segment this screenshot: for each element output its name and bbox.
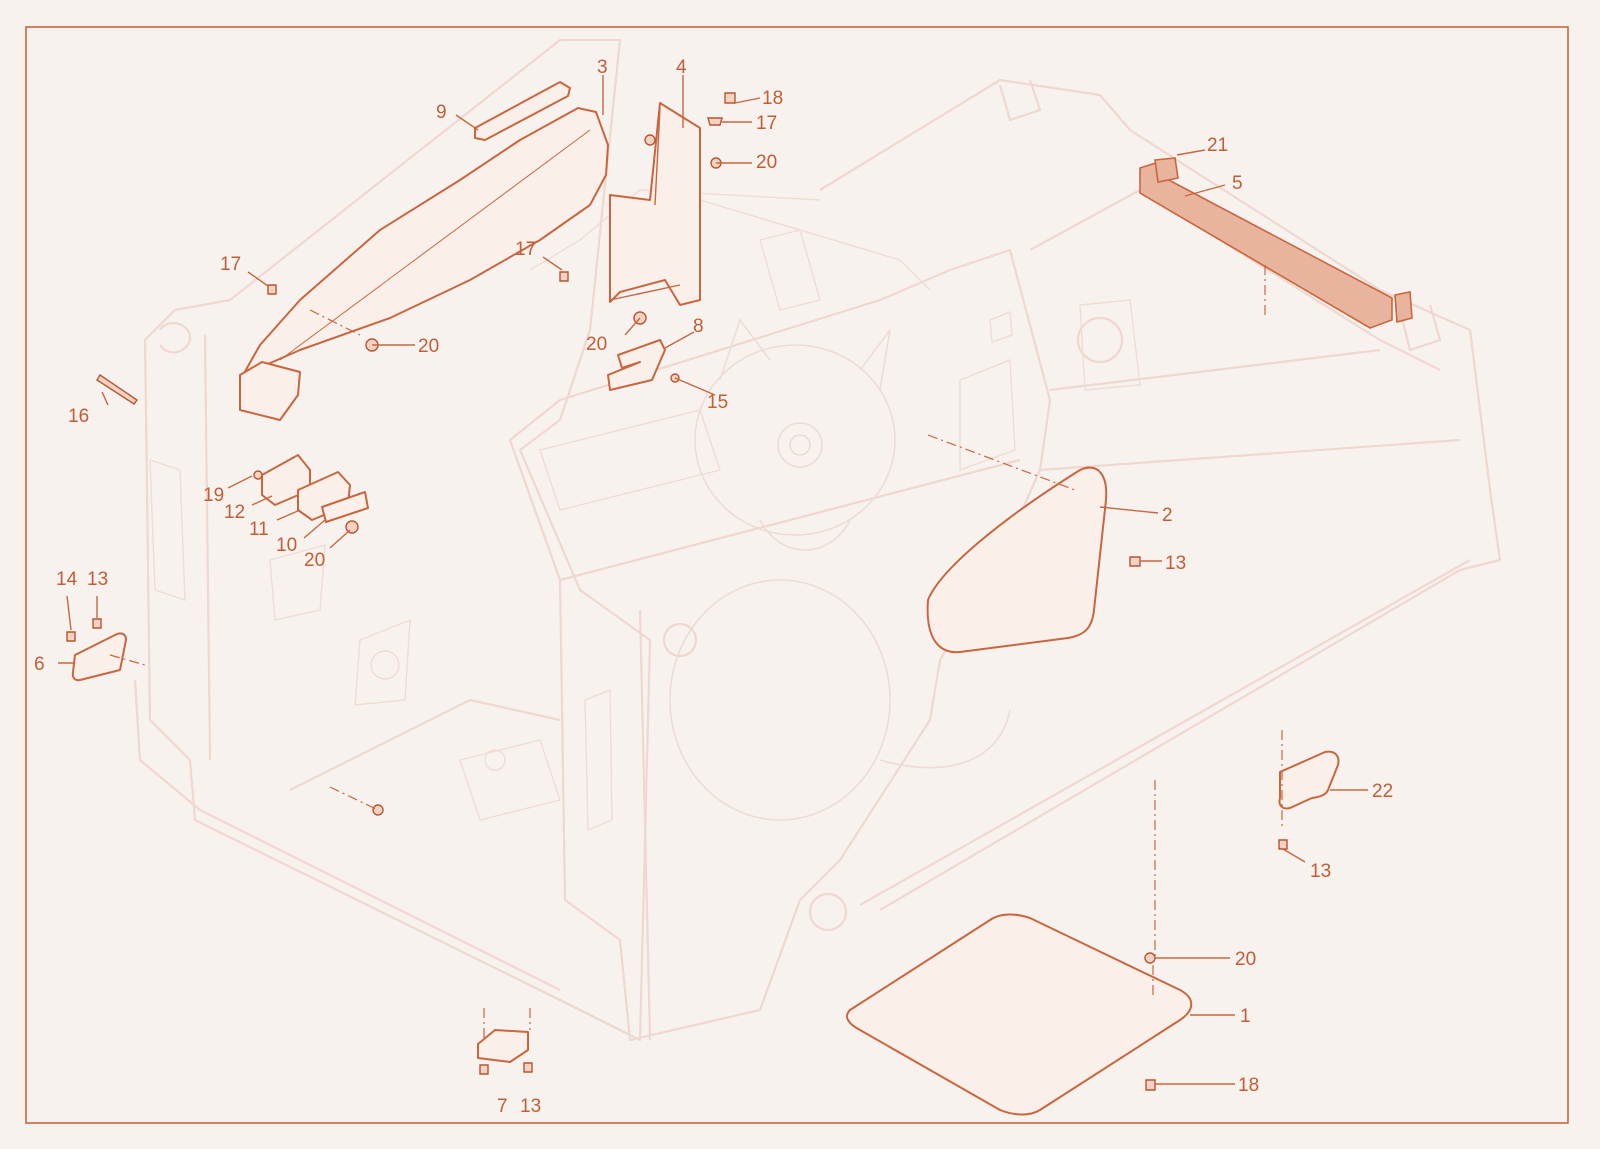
bolt-7 (479, 1064, 489, 1075)
callout-8: 8 (693, 316, 704, 337)
callout-2: 2 (1162, 505, 1173, 526)
bolt-17-left (267, 284, 277, 295)
bolt-17-mid (559, 271, 569, 282)
bolt-13-right (1129, 556, 1141, 567)
callout-4: 4 (676, 57, 687, 78)
part-3-side-shield (242, 107, 609, 376)
part-6-small-plate (71, 632, 127, 682)
nut-20-floor (1144, 952, 1156, 964)
part-7-small-plate (477, 1029, 529, 1063)
bolt-14 (66, 631, 76, 642)
nut-4 (644, 134, 656, 146)
assembly-axes (109, 265, 1283, 1040)
callout-17-mid: 17 (515, 239, 536, 260)
bolt-13-bottom-right (1278, 839, 1288, 850)
hardware (66, 92, 1288, 1091)
callout-16: 16 (68, 406, 89, 427)
callout-17-top: 17 (756, 113, 777, 134)
callout-11: 11 (249, 519, 269, 540)
bolt-18-floor (1145, 1079, 1156, 1091)
callout-13-bl: 13 (520, 1096, 541, 1117)
part-22-small-cover (1278, 750, 1340, 810)
leader-lines (58, 75, 1368, 1085)
callout-18-bottom: 18 (1238, 1075, 1259, 1096)
part-21-block-left (1154, 157, 1179, 183)
callout-1: 1 (1240, 1006, 1251, 1027)
callout-20-b: 20 (586, 334, 607, 355)
diagram-border (25, 26, 1569, 1124)
callout-22: 22 (1372, 781, 1393, 802)
callout-13-right: 13 (1310, 861, 1331, 882)
part-3-side-shield-rib (279, 129, 591, 361)
part-4-bracket-fold (609, 284, 681, 301)
callout-20-d: 20 (1235, 949, 1256, 970)
callouts: 21 5 3 4 18 17 20 9 17 17 20 20 8 15 16 … (34, 57, 1393, 1117)
callout-17-left: 17 (220, 254, 241, 275)
callout-6: 6 (34, 654, 45, 675)
callout-13-mid: 13 (1165, 553, 1186, 574)
pin-16 (96, 374, 139, 405)
callout-3: 3 (597, 57, 608, 78)
part-10-plate (321, 491, 369, 523)
callout-18-top: 18 (762, 88, 783, 109)
callout-5: 5 (1232, 173, 1243, 194)
callout-9: 9 (436, 102, 447, 123)
part-3-end-block (239, 361, 301, 421)
part-21-block-right (1394, 291, 1413, 324)
nut-floor (372, 804, 384, 816)
callout-20-top: 20 (756, 152, 777, 173)
callout-20-c: 20 (304, 550, 325, 571)
part-8-loop-bracket (607, 339, 666, 391)
callout-14: 14 (56, 569, 78, 590)
bolt-18-top (724, 92, 736, 104)
part-2-side-panel (926, 466, 1108, 654)
callout-19: 19 (203, 485, 224, 506)
callout-7: 7 (497, 1096, 508, 1117)
part-1-floor-plate (846, 913, 1193, 1116)
callout-20-a: 20 (418, 336, 439, 357)
bolt-13-left (92, 618, 102, 629)
part-4-bracket-edge (654, 107, 661, 206)
callout-12: 12 (224, 502, 245, 523)
machine-frame (133, 38, 1502, 1042)
callout-10: 10 (276, 535, 297, 556)
callout-13-left: 13 (87, 569, 108, 590)
washer-19 (253, 470, 263, 480)
watermark-mascot (669, 318, 1011, 821)
bolt-17-top (707, 117, 723, 126)
callout-15: 15 (707, 392, 728, 413)
callout-21: 21 (1207, 135, 1228, 156)
part-9-strip (474, 81, 571, 141)
bolt-13-bottom (523, 1062, 533, 1073)
part-5-cross-beam (1139, 158, 1393, 329)
